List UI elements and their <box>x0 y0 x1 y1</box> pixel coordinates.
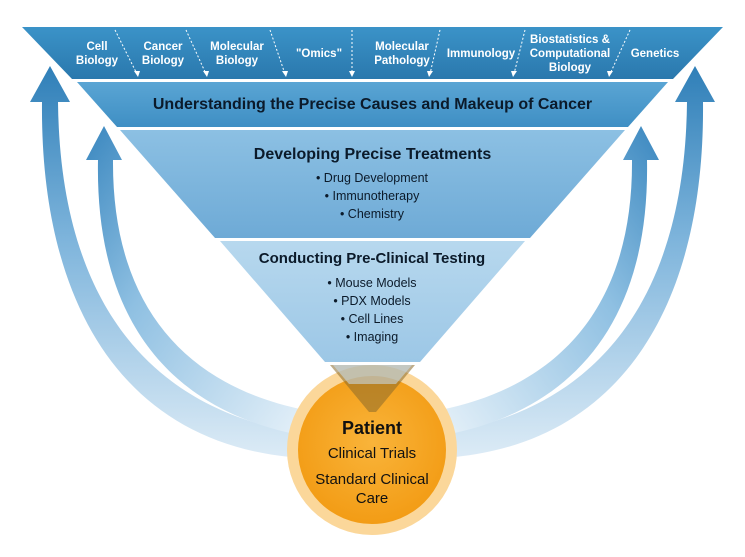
patient-care: Care <box>355 490 389 507</box>
funnel-spout-highlight <box>333 365 412 384</box>
tier2-title: Developing Precise Treatments <box>253 146 492 163</box>
disciplines-band <box>22 27 723 79</box>
discipline-separator-arrows <box>114 29 631 75</box>
tier2-funnel-section <box>120 130 625 238</box>
discipline-molecular-biology: Molecular Biology <box>210 41 264 67</box>
tier3-item: • Mouse Models <box>327 276 417 290</box>
patient-clinical-trials: Clinical Trials <box>327 445 417 462</box>
feedback-arrow-outer-left <box>30 66 295 457</box>
patient-standard-clinical: Standard Clinical <box>315 471 429 488</box>
tier2-item: • Immunotherapy <box>324 189 420 203</box>
patient-title: Patient <box>341 418 402 438</box>
tier3-title: Conducting Pre-Clinical Testing <box>258 250 486 267</box>
tier3-item: • PDX Models <box>333 294 411 308</box>
discipline-biostatistics: Biostatistics & Computational Biology <box>529 34 611 74</box>
tier3-item: • Imaging <box>345 330 399 344</box>
feedback-arrow-inner-right <box>440 126 659 435</box>
feedback-arrow-outer-right <box>450 66 715 457</box>
discipline-immunology: Immunology <box>446 48 516 60</box>
discipline-cell-biology: Cell Biology <box>75 41 119 67</box>
discipline-omics: "Omics" <box>295 48 343 60</box>
discipline-separator-arrowheads <box>134 71 613 77</box>
discipline-molecular-pathology: Molecular Pathology <box>374 41 430 67</box>
feedback-arrow-inner-left <box>86 126 305 435</box>
tier2-item: • Chemistry <box>339 207 405 221</box>
tier3-item: • Cell Lines <box>340 312 404 326</box>
discipline-cancer-biology: Cancer Biology <box>141 41 185 67</box>
tier3-funnel-section <box>220 241 525 362</box>
discipline-genetics: Genetics <box>630 48 680 60</box>
tier1-title: Understanding the Precise Causes and Mak… <box>152 96 593 113</box>
tier2-item: • Drug Development <box>315 171 429 185</box>
patient-circle <box>298 376 446 524</box>
tier1-funnel-section <box>77 82 668 127</box>
